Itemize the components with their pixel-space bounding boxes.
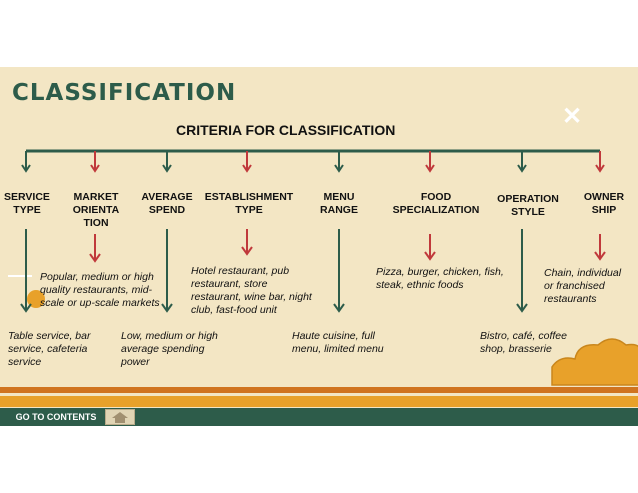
criteria-heading: CRITERIA FOR CLASSIFICATION — [176, 122, 396, 138]
footer-nav: GO TO CONTENTS — [0, 408, 638, 426]
footer-band — [0, 396, 638, 407]
category-establishment-type: ESTABLISHMENT TYPE — [204, 191, 294, 216]
desc-operation-style: Bistro, café, coffee shop, brasserie — [480, 330, 567, 355]
decor-cloud — [551, 338, 638, 386]
desc-ownership: Chain, individual or franchised restaura… — [544, 267, 622, 305]
category-service-type: SERVICE TYPE — [4, 191, 50, 216]
decor-dot — [27, 290, 45, 308]
close-x-icon[interactable]: ✕ — [562, 103, 583, 130]
category-food-specialization: FOOD SPECIALIZATION — [392, 191, 480, 216]
desc-food-specialization: Pizza, burger, chicken, fish, steak, eth… — [376, 266, 504, 291]
go-to-contents-button[interactable]: GO TO CONTENTS — [10, 411, 102, 424]
desc-establishment-type: Hotel restaurant, pub restaurant, store … — [191, 265, 312, 316]
slide-title: CLASSIFICATION — [12, 80, 237, 106]
category-menu-range: MENU RANGE — [320, 191, 358, 216]
desc-menu-range: Haute cuisine, full menu, limited menu — [292, 330, 384, 355]
home-button[interactable] — [105, 409, 135, 425]
desc-average-spend: Low, medium or high average spending pow… — [121, 330, 218, 368]
home-icon — [112, 412, 128, 423]
tree-connectors — [8, 149, 638, 386]
category-operation-style: OPERATION STYLE — [497, 193, 559, 218]
desc-market-orientation: Popular, medium or high quality restaura… — [40, 271, 160, 309]
category-market-orientation: MARKET ORIENTA TION — [72, 191, 120, 229]
desc-service-type: Table service, bar service, cafeteria se… — [8, 330, 91, 368]
category-average-spend: AVERAGE SPEND — [141, 191, 193, 216]
footer-stripe — [0, 387, 638, 393]
slide: CLASSIFICATION CRITERIA FOR CLASSIFICATI… — [0, 67, 638, 426]
category-ownership: OWNER SHIP — [583, 191, 625, 216]
